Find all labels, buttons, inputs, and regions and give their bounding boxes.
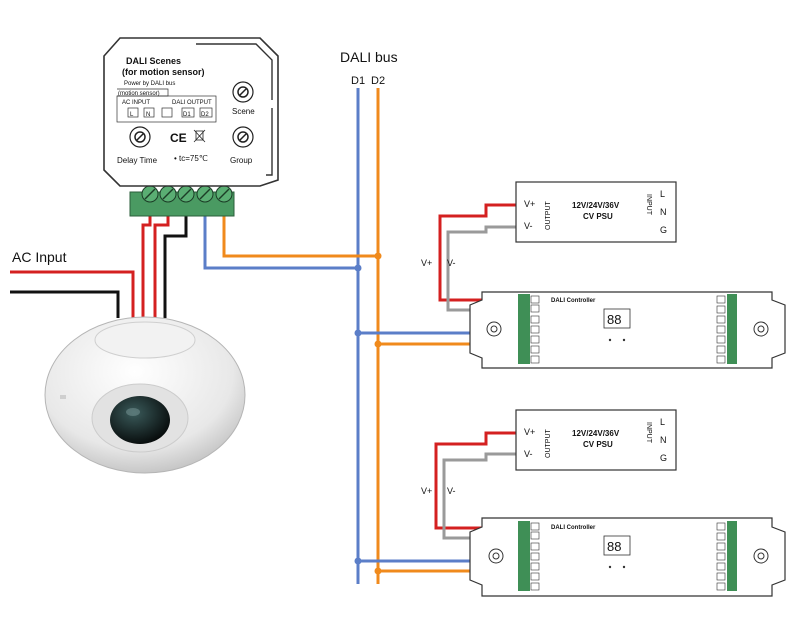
psu2-voltage: 12V/24V/36V <box>572 429 620 438</box>
dali-output-terminal-label: DALI OUTPUT <box>172 100 212 106</box>
scene-dial-label: Scene <box>232 107 255 116</box>
psu1-vminus-wire <box>446 225 522 312</box>
psu2-vminus-wire <box>442 452 522 540</box>
bus-title: DALI bus <box>340 49 398 65</box>
psu1-output-label: OUTPUT <box>545 201 552 231</box>
wire-vplus-label-1: V+ <box>421 258 432 268</box>
psu1-n: N <box>660 207 667 217</box>
psu2-vplus-wire <box>434 431 522 530</box>
junction-dot <box>374 340 382 348</box>
sensor-red-wire <box>141 210 152 318</box>
sensor-lens <box>110 396 170 444</box>
motion-sensor <box>44 316 246 474</box>
bus-d2-label: D2 <box>371 75 385 87</box>
delay-time-label: Delay Time <box>117 156 158 165</box>
sensor-black-wire <box>163 210 188 318</box>
psu1-vplus: V+ <box>524 199 535 209</box>
module-title: DALI Scenes <box>126 56 181 66</box>
bus-d1-label: D1 <box>351 75 365 87</box>
weee-bin-icon <box>193 129 206 143</box>
junction-dot <box>374 252 382 260</box>
scene-dial[interactable] <box>232 81 254 103</box>
controller2-title: DALI Controller <box>551 525 596 531</box>
ac-live-wire <box>10 270 135 318</box>
psu2-vplus: V+ <box>524 427 535 437</box>
psu2-output-label: OUTPUT <box>545 429 552 459</box>
psu2-g: G <box>660 453 667 463</box>
wire-vplus-label-2: V+ <box>421 486 432 496</box>
delay-time-dial[interactable] <box>129 126 151 148</box>
group-dial-label: Group <box>230 156 253 165</box>
scene-d2-wire <box>222 210 378 258</box>
ac-input-terminal-label: AC INPUT <box>122 100 150 106</box>
junction-dot <box>354 329 362 337</box>
psu1-vminus: V- <box>524 221 533 231</box>
junction-dot <box>374 567 382 575</box>
motion-sensor-text: (motion sensor) <box>118 91 160 97</box>
ce-mark: CE <box>170 131 187 145</box>
dali-scenes-module: DALI Scenes (for motion sensor) Power by… <box>103 37 279 217</box>
controller1-display: 88 <box>607 312 621 327</box>
group-dial[interactable] <box>232 126 254 148</box>
terminal-l-label: L <box>130 112 134 118</box>
psu2-type: CV PSU <box>583 440 613 449</box>
scene-d1-wire <box>203 210 358 270</box>
controller1-title: DALI Controller <box>551 298 596 304</box>
wire-vminus-label-2: V- <box>447 486 456 496</box>
ac-neutral-wire <box>10 290 120 318</box>
controller2-display: 88 <box>607 539 621 554</box>
wire-vminus-label-1: V- <box>447 258 456 268</box>
psu1-vplus-wire <box>438 203 522 302</box>
psu1-g: G <box>660 225 667 235</box>
dali-controller-1: DALI Controller 88 <box>469 291 786 369</box>
psu2-input-label: INPUT <box>645 422 652 444</box>
psu2-vminus: V- <box>524 449 533 459</box>
ac-input-label: AC Input <box>12 249 67 265</box>
psu-1: V+ V- OUTPUT INPUT 12V/24V/36V CV PSU L … <box>438 181 677 312</box>
psu1-input-label: INPUT <box>645 194 652 216</box>
module-power-text: Power by DALI bus <box>124 81 175 87</box>
terminal-d2-label: D2 <box>201 112 209 118</box>
terminal-d1-label: D1 <box>183 112 191 118</box>
psu2-l: L <box>660 417 665 427</box>
tc-rating: • tc=75℃ <box>174 154 208 163</box>
psu1-voltage: 12V/24V/36V <box>572 201 620 210</box>
junction-dot <box>354 264 362 272</box>
psu-2: V+ V- OUTPUT INPUT 12V/24V/36V CV PSU L … <box>434 409 677 540</box>
junction-dot <box>354 557 362 565</box>
psu1-l: L <box>660 189 665 199</box>
terminal-n-label: N <box>146 112 150 118</box>
module-subtitle: (for motion sensor) <box>122 67 205 77</box>
psu2-n: N <box>660 435 667 445</box>
sensor-red-wire-2 <box>153 210 170 318</box>
dali-controller-2: DALI Controller 88 <box>469 517 786 597</box>
psu1-type: CV PSU <box>583 212 613 221</box>
